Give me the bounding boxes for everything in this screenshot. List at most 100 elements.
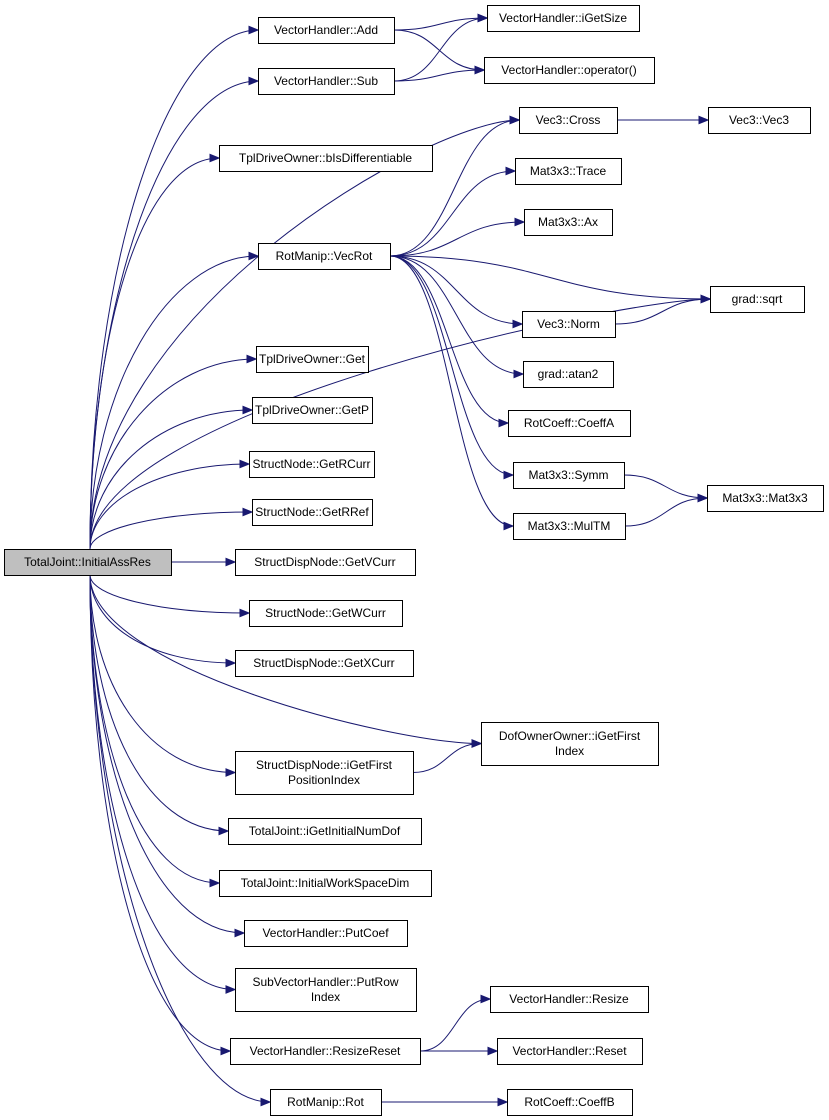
node-label: Vec3::Vec3 [729, 113, 789, 127]
edge-sdn_igetfirstpos-to-doo_igetfirst [412, 739, 483, 773]
edge-root-to-rm_vecrot [89, 251, 260, 550]
node-vectorhandler-resizereset[interactable]: VectorHandler::ResizeReset [230, 1038, 421, 1065]
edge-line [419, 998, 491, 1052]
edge-line [393, 17, 488, 82]
arrow-head-icon [209, 878, 221, 888]
arrow-head-icon [503, 521, 515, 531]
node-label: grad::atan2 [538, 367, 599, 381]
node-box [258, 243, 391, 270]
edge-root-to-sn_getrref [89, 507, 254, 550]
node-grad-sqrt[interactable]: grad::sqrt [710, 286, 805, 313]
node-box [235, 968, 417, 1012]
edge-mat_symm-to-mat_mat3x3 [623, 474, 709, 503]
arrow-head-icon [239, 459, 251, 469]
node-box [490, 986, 649, 1013]
arrow-head-icon [480, 994, 492, 1004]
node-vectorhandler-reset[interactable]: VectorHandler::Reset [497, 1038, 643, 1065]
arrow-head-icon [513, 369, 525, 379]
node-label: StructDispNode::GetVCurr [254, 555, 395, 569]
edge-rm_vecrot-to-mat_multm [389, 255, 515, 531]
node-mat3x3-multm[interactable]: Mat3x3::MulTM [513, 513, 626, 540]
node-tpldriveowner-get[interactable]: TplDriveOwner::Get [256, 346, 369, 373]
node-label: VectorHandler::ResizeReset [250, 1044, 401, 1058]
edge-line [623, 474, 708, 499]
node-totaljoint-initialworkspacedim[interactable]: TotalJoint::InitialWorkSpaceDim [219, 870, 432, 897]
node-mat3x3-ax[interactable]: Mat3x3::Ax [524, 209, 613, 236]
edge-root-to-tdo_isdiff [89, 153, 221, 550]
edge-rm_rot-to-rc_coeffb [381, 1097, 509, 1107]
node-rotmanip-vecrot[interactable]: RotManip::VecRot [258, 243, 391, 270]
node-grad-atan2[interactable]: grad::atan2 [523, 361, 614, 388]
node-label: SubVectorHandler::PutRow [252, 975, 398, 989]
node-box [252, 397, 373, 424]
edge-line [389, 255, 514, 527]
edge-line [89, 574, 229, 832]
node-box [507, 1089, 633, 1116]
edge-root-to-sn_getrcurr [89, 459, 251, 550]
edge-line [412, 743, 482, 773]
node-structnode-getrcurr[interactable]: StructNode::GetRCurr [249, 451, 375, 478]
node-structdispnode-getvcurr[interactable]: StructDispNode::GetVCurr [235, 549, 416, 576]
edge-line [89, 574, 236, 664]
node-tpldriveowner-getp[interactable]: TplDriveOwner::GetP [252, 397, 373, 424]
node-label: Index [311, 990, 340, 1004]
node-vec3-norm[interactable]: Vec3::Norm [522, 311, 616, 338]
arrow-head-icon [697, 493, 709, 503]
node-structdispnode-getxcurr[interactable]: StructDispNode::GetXCurr [235, 650, 414, 677]
edge-line [389, 255, 711, 300]
node-box [258, 68, 395, 95]
node-structnode-getwcurr[interactable]: StructNode::GetWCurr [249, 600, 403, 627]
edge-line [389, 221, 525, 257]
node-vec3-cross[interactable]: Vec3::Cross [519, 107, 618, 134]
arrow-head-icon [514, 217, 526, 227]
node-box [515, 158, 622, 185]
edge-root-to-tj_igetinitnumdof [89, 574, 230, 836]
edge-line [389, 255, 514, 476]
edge-vh_add-to-vh_igetsize [393, 13, 489, 31]
node-vectorhandler-igetsize[interactable]: VectorHandler::iGetSize [487, 5, 640, 32]
edge-line [389, 255, 524, 375]
node-vectorhandler-operator[interactable]: VectorHandler::operator() [484, 57, 655, 84]
node-vectorhandler-resize[interactable]: VectorHandler::Resize [490, 986, 649, 1013]
edge-vec3_cross-to-vec3_vec3 [617, 115, 710, 125]
node-box [522, 311, 616, 338]
edge-vh_resizereset-to-vh_reset [419, 1046, 499, 1056]
edge-rm_vecrot-to-rc_coeffa [389, 255, 510, 428]
node-label: VectorHandler::PutCoef [262, 926, 389, 940]
node-label: VectorHandler::Reset [512, 1044, 627, 1058]
node-label: TplDriveOwner::bIsDifferentiable [239, 151, 413, 165]
arrow-head-icon [248, 251, 260, 261]
node-vectorhandler-add[interactable]: VectorHandler::Add [258, 17, 395, 44]
node-rotcoeff-coeffa[interactable]: RotCoeff::CoeffA [508, 410, 631, 437]
node-tpldriveowner-bisdifferentiable[interactable]: TplDriveOwner::bIsDifferentiable [219, 145, 433, 172]
node-mat3x3-mat3x3[interactable]: Mat3x3::Mat3x3 [707, 485, 824, 512]
node-structnode-getrref[interactable]: StructNode::GetRRef [252, 499, 373, 526]
node-mat3x3-symm[interactable]: Mat3x3::Symm [513, 462, 625, 489]
node-label: VectorHandler::Resize [509, 992, 629, 1006]
node-label: Mat3x3::Symm [528, 468, 608, 482]
node-label: StructDispNode::GetXCurr [253, 656, 394, 670]
node-vec3-vec3[interactable]: Vec3::Vec3 [708, 107, 811, 134]
node-totaljoint-igetinitialnumdof[interactable]: TotalJoint::iGetInitialNumDof [228, 818, 422, 845]
node-totaljoint-initialassres[interactable]: TotalJoint::InitialAssRes [4, 549, 172, 576]
node-rotmanip-rot[interactable]: RotManip::Rot [270, 1089, 382, 1116]
node-box [258, 17, 395, 44]
call-edges [89, 13, 712, 1107]
arrow-head-icon [209, 153, 221, 163]
node-vectorhandler-sub[interactable]: VectorHandler::Sub [258, 68, 395, 95]
node-label: TplDriveOwner::Get [259, 352, 366, 366]
edge-line [614, 298, 711, 325]
node-vectorhandler-putcoef[interactable]: VectorHandler::PutCoef [244, 920, 408, 947]
node-rotcoeff-coeffb[interactable]: RotCoeff::CoeffB [507, 1089, 633, 1116]
node-mat3x3-trace[interactable]: Mat3x3::Trace [515, 158, 622, 185]
edge-rm_vecrot-to-vec3_cross [389, 115, 521, 257]
arrow-head-icon [477, 13, 489, 23]
edge-vec3_norm-to-grad_sqrt [614, 294, 712, 325]
edge-root-to-vh_add [89, 25, 260, 550]
function-nodes: TotalJoint::InitialAssResVectorHandler::… [4, 5, 824, 1116]
edge-root-to-svh_putrowindex [89, 574, 237, 994]
arrow-head-icon [225, 985, 237, 994]
